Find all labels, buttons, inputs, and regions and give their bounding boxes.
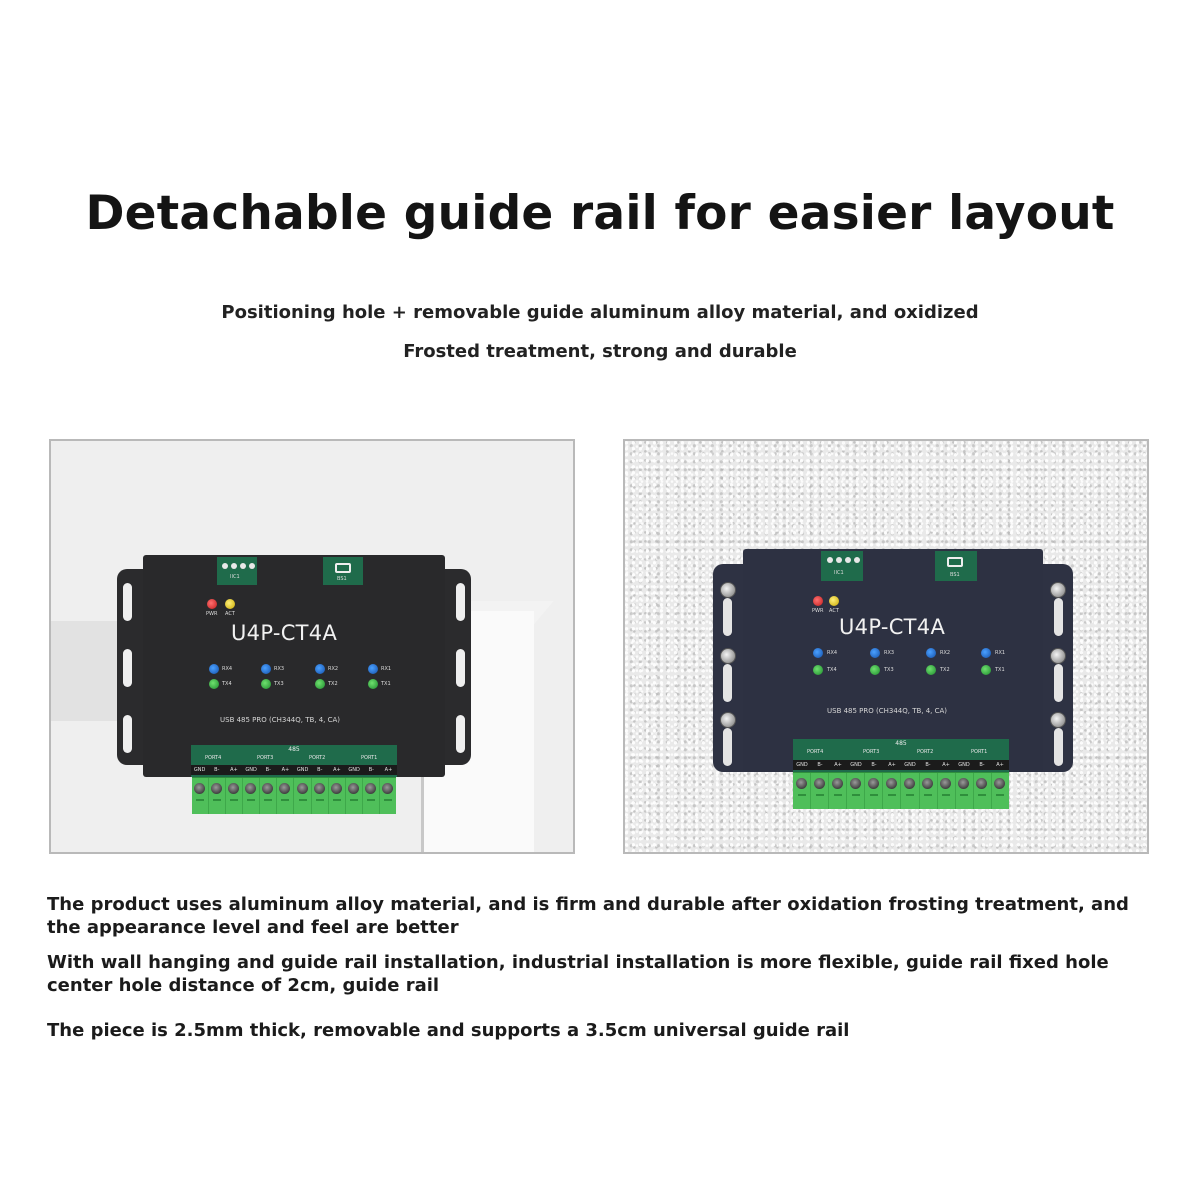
device-housing: IIC1 BS1 PWR ACT U4P-CT4A RX4 RX3 RX2 RX… — [143, 555, 445, 777]
model-label: U4P-CT4A — [839, 615, 946, 639]
tx4-led — [209, 679, 219, 689]
rx2-led — [315, 664, 325, 674]
pwr-led — [813, 596, 823, 606]
bracket-slot — [123, 583, 132, 621]
photo-wall-mounted: IIC1 BS1 PWR ACT U4P-CT4A RX4 RX3 RX2 RX… — [623, 439, 1149, 854]
bracket-slot — [723, 598, 732, 636]
device-housing: IIC1 BS1 PWR ACT U4P-CT4A RX4 RX3 RX2 RX… — [743, 549, 1043, 772]
act-led — [829, 596, 839, 606]
bracket-slot — [723, 728, 732, 766]
act-led — [225, 599, 235, 609]
usb-port: BS1 — [935, 551, 977, 581]
tx4-led — [813, 665, 823, 675]
screw-terminal-block — [793, 772, 1009, 809]
tx1-led — [368, 679, 378, 689]
subtitle-line-2: Frosted treatment, strong and durable — [403, 341, 797, 362]
bracket-slot — [1054, 664, 1063, 702]
bracket-slot — [456, 715, 465, 753]
rx2-led — [926, 648, 936, 658]
bracket-slot — [456, 583, 465, 621]
spec-label: USB 485 PRO (CH344Q, TB, 4, CA) — [220, 716, 341, 724]
rx3-led — [261, 664, 271, 674]
pwr-led — [207, 599, 217, 609]
subtitle-line-1: Positioning hole + removable guide alumi… — [221, 302, 979, 323]
io-header: IIC1 — [217, 557, 257, 585]
screw-icon — [720, 582, 736, 598]
bracket-slot — [456, 649, 465, 687]
tx1-led — [981, 665, 991, 675]
description-paragraph-1: The product uses aluminum alloy material… — [47, 894, 1129, 938]
photo-rail-mounted: IIC1 BS1 PWR ACT U4P-CT4A RX4 RX3 RX2 RX… — [49, 439, 575, 854]
usb-icon — [947, 557, 963, 567]
bracket-slot — [723, 664, 732, 702]
usb-icon — [335, 563, 351, 573]
rx3-led — [870, 648, 880, 658]
tx2-led — [926, 665, 936, 675]
description-paragraph-3: The piece is 2.5mm thick, removable and … — [47, 1020, 850, 1041]
screw-icon — [1050, 648, 1066, 664]
tx3-led — [870, 665, 880, 675]
io-header: IIC1 — [821, 551, 863, 581]
screw-terminal-block — [192, 777, 396, 814]
device-u4p-ct4a: IIC1 BS1 PWR ACT U4P-CT4A RX4 RX3 RX2 RX… — [713, 549, 1073, 809]
screw-icon — [720, 712, 736, 728]
bracket-slot — [123, 715, 132, 753]
screw-icon — [720, 648, 736, 664]
screw-icon — [1050, 712, 1066, 728]
bracket-slot — [1054, 598, 1063, 636]
rx4-led — [209, 664, 219, 674]
spec-label: USB 485 PRO (CH344Q, TB, 4, CA) — [827, 707, 948, 715]
bracket-slot — [1054, 728, 1063, 766]
device-u4p-ct4a: IIC1 BS1 PWR ACT U4P-CT4A RX4 RX3 RX2 RX… — [117, 555, 471, 814]
page-title: Detachable guide rail for easier layout — [85, 186, 1115, 241]
rx1-led — [981, 648, 991, 658]
tx3-led — [261, 679, 271, 689]
tx2-led — [315, 679, 325, 689]
rx1-led — [368, 664, 378, 674]
usb-port: BS1 — [323, 557, 363, 585]
description-paragraph-2: With wall hanging and guide rail install… — [47, 952, 1109, 996]
model-label: U4P-CT4A — [231, 621, 338, 645]
rx4-led — [813, 648, 823, 658]
bracket-slot — [123, 649, 132, 687]
screw-icon — [1050, 582, 1066, 598]
